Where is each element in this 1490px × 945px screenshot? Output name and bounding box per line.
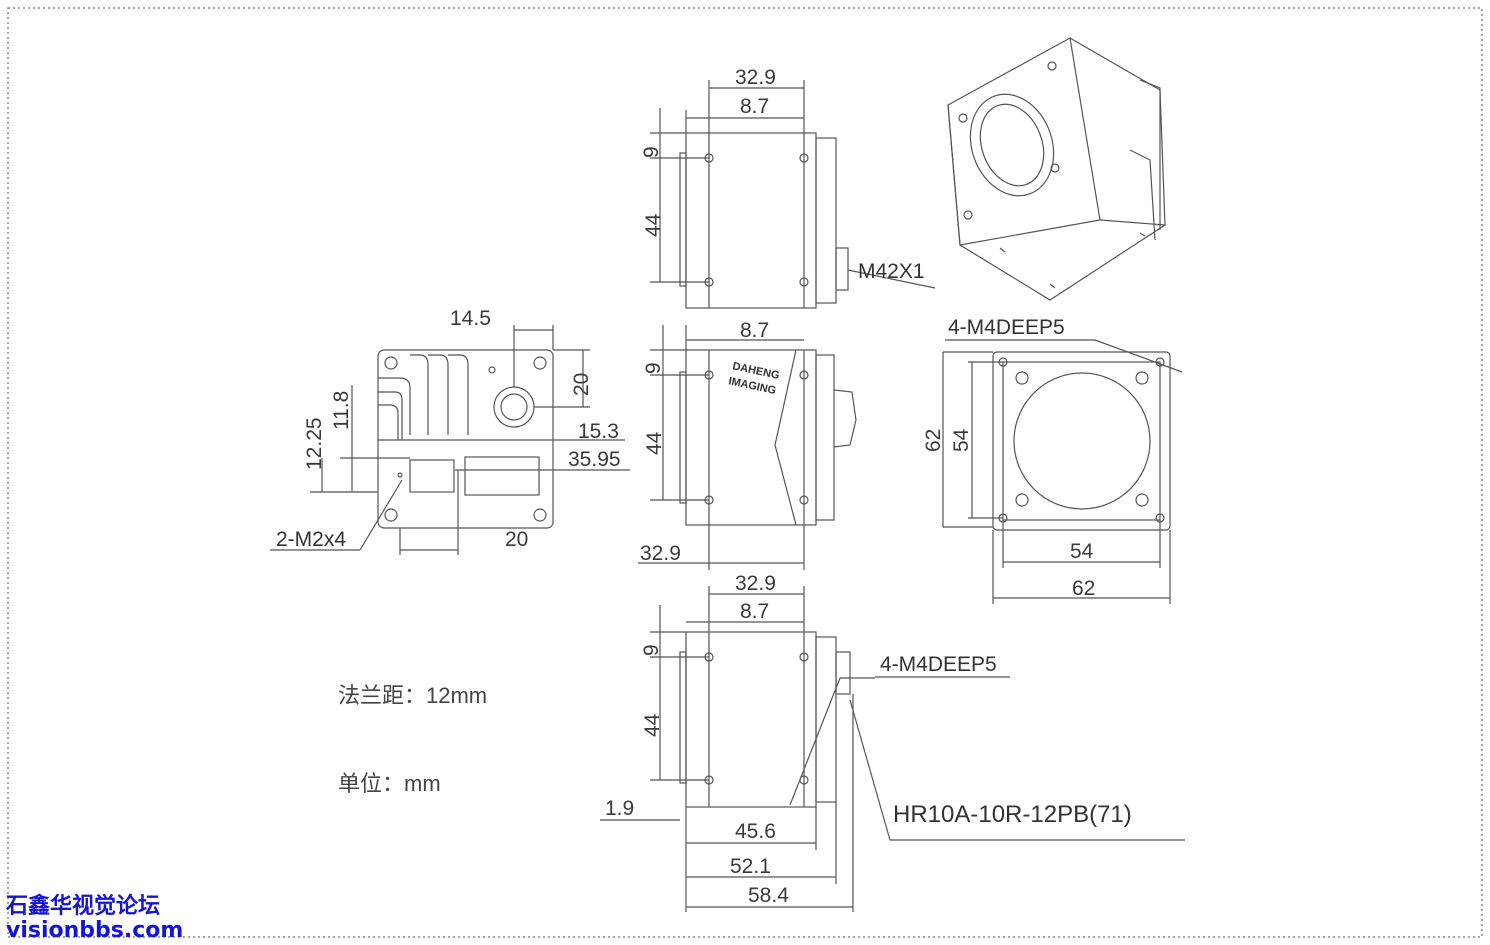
mid-bottom-width-dim: 32.9: [640, 542, 681, 565]
bottom-offset-dim: 8.7: [740, 600, 769, 623]
bottom-top-dim: 9: [640, 644, 663, 656]
top-top-dim: 9: [640, 146, 663, 158]
bottom-d3-dim: 58.4: [748, 884, 789, 907]
watermark-title: 石鑫华视觉论坛: [6, 894, 161, 919]
connector-label: HR10A-10R-12PB(71): [893, 801, 1132, 828]
bottom-lip-dim: 1.9: [605, 797, 634, 820]
rear-14-5-dim: 14.5: [450, 307, 491, 330]
front-w54-dim: 54: [1070, 540, 1094, 563]
front-view: [942, 339, 1183, 604]
bottom-width-dim: 32.9: [735, 572, 776, 595]
unit-note: 单位：mm: [338, 771, 441, 796]
top-side-view: [650, 80, 936, 309]
rear-12-25-dim: 12.25: [303, 417, 326, 470]
rear-holes-label: 2-M2x4: [276, 528, 346, 551]
front-h62-dim: 62: [922, 429, 945, 452]
lens-mount-label: M42X1: [858, 260, 925, 283]
front-w62-dim: 62: [1072, 577, 1095, 600]
rear-20v-dim: 20: [570, 373, 593, 396]
mid-top-dim: 9: [642, 362, 665, 374]
bottom-d1-dim: 45.6: [735, 820, 776, 843]
isometric-view: [947, 37, 1166, 301]
bottom-side-view: [600, 586, 1185, 912]
top-height-dim: 44: [642, 213, 665, 237]
rear-11-8-dim: 11.8: [330, 391, 353, 430]
watermark-url: visionbbs.com: [6, 918, 184, 943]
mid-height-dim: 44: [643, 431, 666, 455]
rear-15-3-dim: 15.3: [578, 420, 619, 443]
top-offset-dim: 8.7: [740, 95, 769, 118]
bottom-d2-dim: 52.1: [730, 855, 771, 878]
bottom-height-dim: 44: [641, 713, 664, 737]
middle-side-view: [638, 325, 857, 570]
page-border: [7, 7, 1483, 938]
front-mount-holes-label: 4-M4DEEP5: [948, 316, 1065, 339]
mid-offset-dim: 8.7: [740, 319, 769, 342]
top-width-dim: 32.9: [735, 66, 776, 89]
front-h54-dim: 54: [950, 428, 973, 452]
flange-distance-note: 法兰距：12mm: [338, 683, 487, 708]
rear-20h-dim: 20: [505, 528, 528, 551]
rear-35-95-dim: 35.95: [568, 448, 621, 471]
rear-view: [270, 325, 630, 555]
side-mount-holes-label: 4-M4DEEP5: [880, 653, 997, 676]
